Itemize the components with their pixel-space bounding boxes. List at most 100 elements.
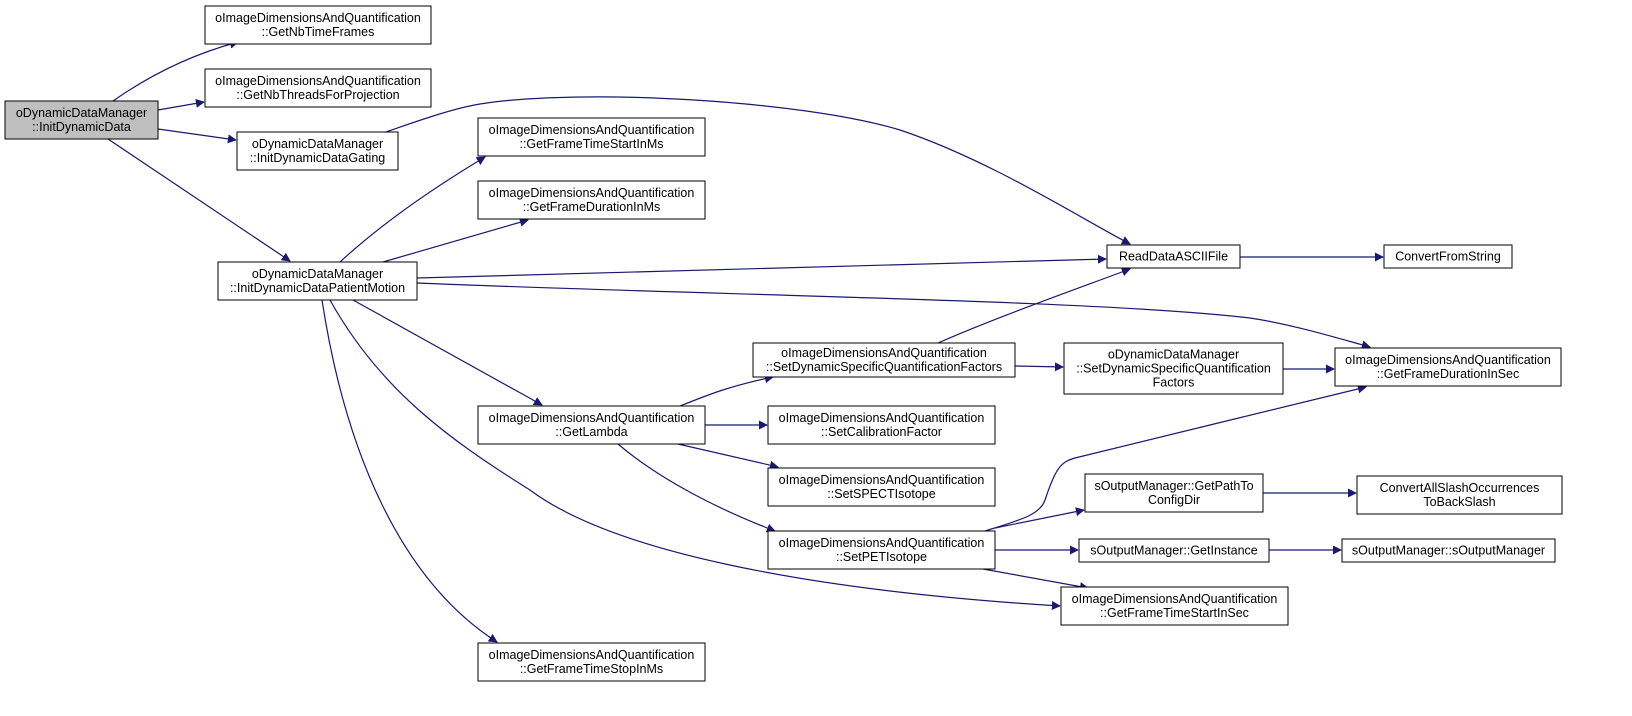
node-label-line: ::InitDynamicData <box>32 120 131 134</box>
node-label-line: oImageDimensionsAndQuantification <box>779 473 985 487</box>
edge-n0-n2 <box>157 98 205 111</box>
node-label-line: ::SetDynamicSpecificQuantificationFactor… <box>766 360 1002 374</box>
node-label-line: oImageDimensionsAndQuantification <box>489 648 695 662</box>
edge-n0-n1 <box>112 39 239 102</box>
graph-node-n10[interactable]: oImageDimensionsAndQuantification::GetFr… <box>477 642 706 682</box>
graph-node-n13[interactable]: oImageDimensionsAndQuantification::SetDy… <box>752 342 1016 378</box>
node-label-line: ::GetFrameDurationInMs <box>523 200 661 214</box>
node-label-line: oImageDimensionsAndQuantification <box>215 11 421 25</box>
node-label-line: oDynamicDataManager <box>1108 348 1239 362</box>
node-label-line: ReadDataASCIIFile <box>1119 250 1228 264</box>
edge-n4-n6 <box>339 156 486 263</box>
graph-node-n8[interactable]: oImageDimensionsAndQuantification::GetFr… <box>1334 347 1562 387</box>
node-label-line: oImageDimensionsAndQuantification <box>779 411 985 425</box>
nodes-layer: oDynamicDataManager::InitDynamicDataoIma… <box>4 5 1563 682</box>
graph-node-n7[interactable]: oImageDimensionsAndQuantification::GetFr… <box>477 180 706 220</box>
graph-node-n2[interactable]: oImageDimensionsAndQuantification::GetNb… <box>204 68 432 108</box>
graph-node-n0[interactable]: oDynamicDataManager::InitDynamicData <box>4 100 159 140</box>
graph-node-n14[interactable]: oImageDimensionsAndQuantification::SetCa… <box>767 405 996 445</box>
graph-node-n11[interactable]: oImageDimensionsAndQuantification::GetLa… <box>477 405 706 445</box>
graph-node-n21[interactable]: sOutputManager::sOutputManager <box>1341 538 1556 563</box>
node-label-line: ::SetPETIsotope <box>836 550 927 564</box>
graph-node-n5[interactable]: ReadDataASCIIFile <box>1106 244 1241 269</box>
edge-n13-n5 <box>937 267 1131 344</box>
node-label-line: ::GetFrameTimeStartInSec <box>1100 606 1249 620</box>
node-box <box>477 117 706 157</box>
edge-n4-n7 <box>382 217 529 263</box>
edge-n3-n5 <box>385 96 1131 245</box>
node-label-line: ::GetFrameDurationInSec <box>1377 367 1519 381</box>
edge-n16-n18 <box>994 507 1085 529</box>
node-label-line: oImageDimensionsAndQuantification <box>489 186 695 200</box>
edge-n11-n13 <box>679 374 774 407</box>
node-label-line: ::GetFrameTimeStopInMs <box>520 662 663 676</box>
node-label-line: oImageDimensionsAndQuantification <box>489 411 695 425</box>
node-label-line: ::GetFrameTimeStartInMs <box>519 137 663 151</box>
graph-node-n1[interactable]: oImageDimensionsAndQuantification::GetNb… <box>204 5 432 45</box>
node-label-line: ConvertFromString <box>1395 250 1501 264</box>
graph-node-n9[interactable]: oImageDimensionsAndQuantification::GetFr… <box>1060 586 1289 626</box>
node-label-line: oImageDimensionsAndQuantification <box>1072 592 1278 606</box>
edge-n4-n9 <box>329 299 1061 610</box>
node-box <box>477 642 706 682</box>
node-label-line: Factors <box>1153 376 1195 390</box>
node-label-line: oImageDimensionsAndQuantification <box>489 123 695 137</box>
graph-node-n16[interactable]: oImageDimensionsAndQuantification::SetPE… <box>767 530 996 570</box>
graph-node-n3[interactable]: oDynamicDataManager::InitDynamicDataGati… <box>236 131 399 171</box>
node-box <box>767 467 996 507</box>
edge-n11-n15 <box>677 443 779 470</box>
node-box <box>1060 586 1289 626</box>
node-label-line: ::GetNbTimeFrames <box>262 25 375 39</box>
node-box <box>236 131 399 171</box>
node-box <box>204 5 432 45</box>
node-box <box>1356 475 1563 515</box>
node-label-line: ToBackSlash <box>1423 495 1495 509</box>
node-box <box>4 100 159 140</box>
edge-n11-n16 <box>617 443 776 533</box>
node-label-line: ::SetDynamicSpecificQuantification <box>1076 362 1271 376</box>
node-box <box>752 342 1016 378</box>
node-box <box>1334 347 1562 387</box>
edge-n16-n8 <box>984 384 1367 532</box>
edge-n4-n8 <box>416 282 1371 350</box>
graph-node-n6[interactable]: oImageDimensionsAndQuantification::GetFr… <box>477 117 706 157</box>
node-label-line: ConfigDir <box>1148 493 1200 507</box>
node-label-line: oDynamicDataManager <box>252 267 383 281</box>
graph-node-n12[interactable]: ConvertFromString <box>1383 244 1513 269</box>
node-label-line: oImageDimensionsAndQuantification <box>781 346 987 360</box>
node-label-line: oImageDimensionsAndQuantification <box>779 536 985 550</box>
edge-n4-n11 <box>352 299 543 406</box>
graph-node-n17[interactable]: oDynamicDataManager::SetDynamicSpecificQ… <box>1063 342 1284 395</box>
edge-n0-n3 <box>157 128 237 144</box>
node-box <box>217 261 418 301</box>
edge-n13-n17 <box>1014 362 1064 372</box>
edge-n0-n4 <box>107 138 291 262</box>
edges-layer <box>107 39 1384 643</box>
node-label-line: sOutputManager::GetInstance <box>1090 544 1258 558</box>
node-box <box>767 530 996 570</box>
node-label-line: ::InitDynamicDataPatientMotion <box>230 281 405 295</box>
node-box <box>1084 473 1264 513</box>
node-label-line: sOutputManager::sOutputManager <box>1352 544 1545 558</box>
graph-node-n19[interactable]: sOutputManager::GetInstance <box>1078 538 1270 563</box>
node-box <box>1078 538 1270 563</box>
graph-node-n15[interactable]: oImageDimensionsAndQuantification::SetSP… <box>767 467 996 507</box>
edge-n16-n9 <box>982 568 1089 591</box>
node-label-line: oImageDimensionsAndQuantification <box>1345 353 1551 367</box>
node-label-line: ::SetCalibrationFactor <box>821 425 942 439</box>
node-label-line: sOutputManager::GetPathTo <box>1094 479 1253 493</box>
node-box <box>1063 342 1284 395</box>
node-label-line: ::GetNbThreadsForProjection <box>236 88 399 102</box>
node-label-line: oImageDimensionsAndQuantification <box>215 74 421 88</box>
node-label-line: ::GetLambda <box>555 425 627 439</box>
node-box <box>1106 244 1241 269</box>
node-box <box>1341 538 1556 563</box>
node-box <box>767 405 996 445</box>
edge-n4-n5 <box>416 254 1107 279</box>
node-box <box>204 68 432 108</box>
node-box <box>477 180 706 220</box>
graph-node-n4[interactable]: oDynamicDataManager::InitDynamicDataPati… <box>217 261 418 301</box>
